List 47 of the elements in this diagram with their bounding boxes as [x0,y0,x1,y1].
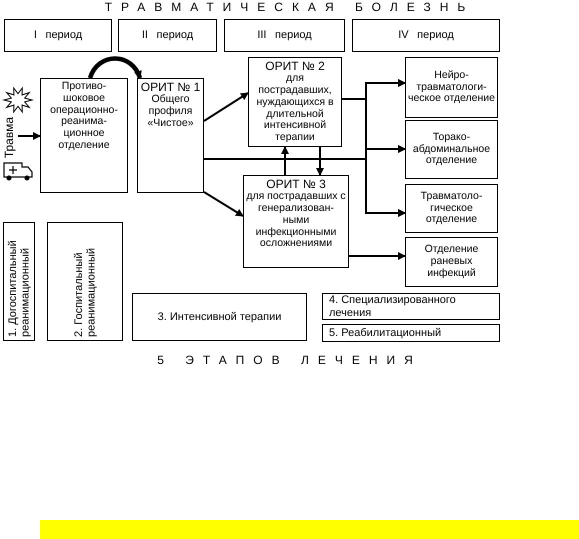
stage-box [3,222,35,341]
diagram-title: ТРАВМАТИЧЕСКАЯ БОЛЕЗНЬ [104,0,474,14]
box-label: III период [257,29,312,42]
box-heading: ОРИТ № 3 [266,178,326,192]
arrow [281,146,289,175]
department-box [40,78,128,193]
box-label: 4. Специализированного лечения [329,294,457,319]
department-box [405,57,498,118]
box-label: Нейро- травматологи- ческое отделение [407,70,496,106]
box-heading: ОРИТ № 1 [140,81,200,94]
department-box [137,78,204,193]
department-box [248,57,342,147]
stage-box [322,324,500,342]
arrow [18,132,41,140]
text-label: Травма [3,117,17,158]
arrow [203,191,244,217]
box-label: Отделение раневых инфекций [424,244,480,280]
arrow [349,252,406,260]
box-label: Противо- шоковое операционно- реанима- ционное отделение [49,81,119,152]
box-label: 5. Реабилитационный [329,326,442,340]
box-label: для пострадавших, нуждающихся в длительной интенсивной терапии [255,73,335,144]
box-label: Травматоло- гическое отделение [420,190,484,226]
department-box [405,184,498,233]
arrow [203,92,249,122]
box-label: II период [142,29,194,42]
stage-box [322,293,500,320]
period-box [4,19,112,52]
box-label: IV период [398,29,454,42]
stage-box [47,222,123,341]
period-box [118,19,217,52]
box-label: 3. Интенсивной терапии [158,310,282,324]
arrow [316,147,324,176]
period-box [352,19,500,52]
department-box [405,237,498,287]
period-box [224,19,345,52]
diagram-caption: 5 ЭТАПОВ ЛЕЧЕНИЯ [157,353,422,367]
box-label: 2. Госпитальный реанимационный [72,246,98,337]
box-label: I период [34,29,82,42]
stage-box [132,293,307,341]
department-box [243,175,349,268]
arrow [342,98,406,217]
box-heading: ОРИТ № 2 [265,60,325,74]
box-label: Общего профиля «Чистое» [146,94,195,130]
box-label: Торако- абдоминальное отделение [412,132,492,168]
box-label: для пострадавших с генерализован- ными инфекционными осложнениями [245,191,347,250]
box-label: 1. Догоспитальный реанимационный [6,239,32,337]
department-box [405,120,498,179]
